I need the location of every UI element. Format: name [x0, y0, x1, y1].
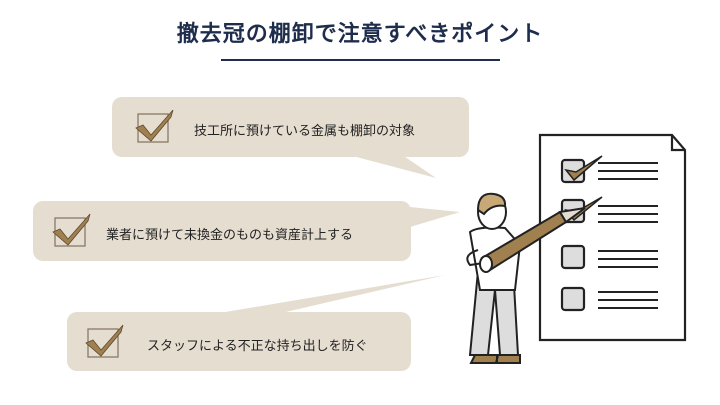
person-icon [466, 192, 522, 364]
page-title: 撤去冠の棚卸で注意すべきポイント [176, 22, 544, 47]
point-3-text: スタッフによる不正な持ち出しを防ぐ [147, 339, 368, 354]
bubble-3 [67, 275, 445, 371]
checkbox-checked-icon [135, 109, 174, 143]
point-2-text: 業者に預けて未換金のものも資産計上する [106, 228, 354, 243]
checklist-document-icon [538, 133, 687, 342]
checkbox-checked-icon [85, 324, 124, 358]
bubble-2 [33, 201, 460, 261]
bubble-1 [112, 97, 469, 178]
checkbox-checked-icon [52, 213, 91, 247]
title-underline [221, 59, 500, 61]
point-1-text: 技工所に預けている金属も棚卸の対象 [194, 124, 416, 139]
pencil-icon [479, 207, 586, 273]
